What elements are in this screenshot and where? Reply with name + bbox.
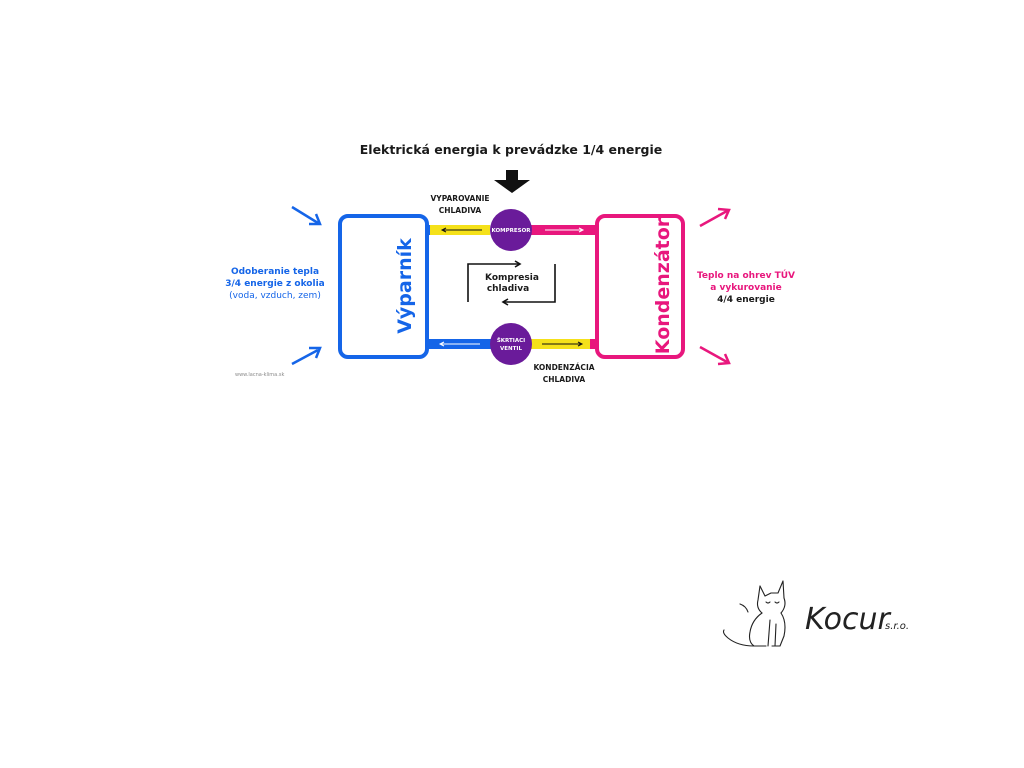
compression-loop-top-head [514, 260, 522, 268]
brand-suffix: s.r.o. [885, 621, 909, 632]
compression-box-bg [474, 268, 550, 300]
evaporation-label-1: VYPAROVANIE [430, 194, 489, 203]
valve-label-1: ŠKRTIACI [497, 337, 525, 344]
source-url: www.lacna-klima.sk [235, 372, 284, 378]
brand-name: Kocur [805, 602, 891, 637]
evaporation-label-2: CHLADIVA [439, 206, 482, 215]
valve-label-2: VENTIL [500, 346, 522, 352]
cat-icon [722, 580, 786, 647]
right-text-3: 4/4 energie [717, 295, 775, 305]
right-text-2: a vykurovanie [710, 283, 782, 293]
compressor-label: KOMPRESOR [491, 228, 531, 234]
evaporator-label: Výparník [394, 238, 416, 334]
pipe-bottom-right-pink [590, 339, 598, 349]
compression-label-1: Kompresia [485, 273, 539, 283]
heat-out-arrow-top-head [717, 207, 731, 220]
condensation-label-1: KONDENZÁCIA [533, 363, 594, 372]
right-text-1: Teplo na ohrev TÚV [697, 269, 795, 281]
condenser-box [595, 214, 685, 359]
pipe-top-right-arrowhead [578, 227, 585, 233]
compression-loop-bottom-head [501, 298, 509, 306]
heat-out-arrow-top [699, 209, 728, 228]
compression-label-2: chladiva [487, 284, 529, 294]
heat-out-arrow-bottom-head [717, 353, 731, 366]
electric-input-arrow [494, 170, 530, 193]
heat-out-arrow-bottom [699, 345, 728, 364]
pipe-bottom-left-arrowhead [438, 341, 445, 347]
evaporator-box [338, 214, 429, 359]
left-text-3: (voda, vzduch, zem) [229, 291, 321, 301]
left-text-2: 3/4 energie z okolia [225, 279, 325, 289]
heat-in-arrow-bottom-head [309, 346, 322, 359]
heat-in-arrow-top [291, 205, 319, 225]
condensation-label-2: CHLADIVA [543, 375, 586, 384]
pipe-top-left-arrowhead [440, 227, 447, 233]
valve-circle [490, 323, 532, 365]
heat-in-arrow-bottom [291, 348, 319, 366]
compression-loop-bottom [503, 264, 556, 303]
diagram-title: Elektrická energia k prevádzke 1/4 energ… [360, 142, 663, 157]
heat-in-arrow-top-head [309, 213, 322, 226]
condenser-label: Kondenzátor [652, 217, 674, 354]
compressor-circle [490, 209, 532, 251]
pipe-bottom-right-arrowhead [577, 341, 584, 347]
left-text-1: Odoberanie tepla [231, 267, 319, 277]
compression-loop-top [467, 263, 520, 302]
